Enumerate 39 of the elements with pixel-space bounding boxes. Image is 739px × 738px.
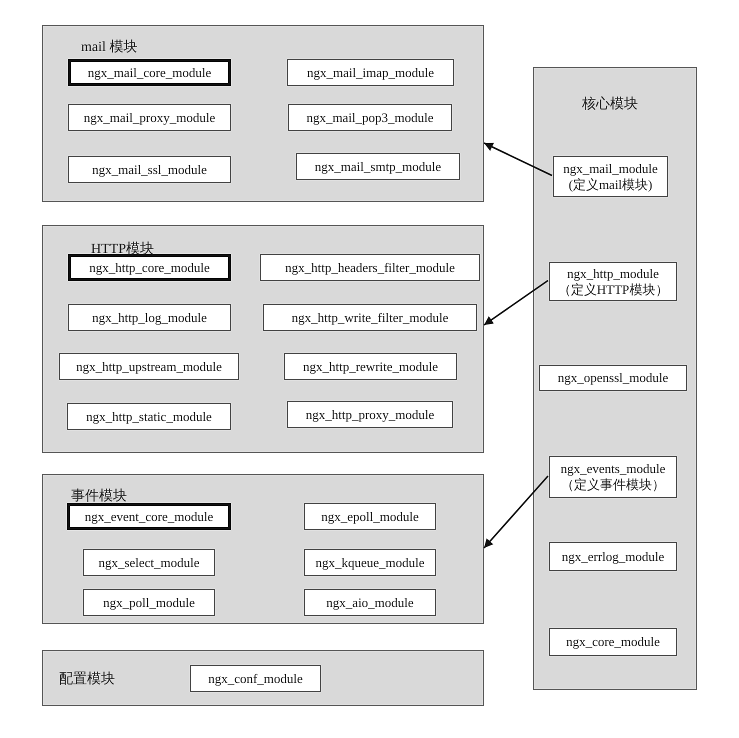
module-box: ngx_mail_core_module xyxy=(68,59,231,86)
module-box: ngx_http_module （定义HTTP模块） xyxy=(549,262,677,301)
module-box: ngx_http_upstream_module xyxy=(59,353,239,380)
module-box: ngx_http_core_module xyxy=(68,254,231,281)
module-box: ngx_mail_proxy_module xyxy=(68,104,231,131)
module-box: ngx_event_core_module xyxy=(67,503,231,530)
module-group-panel xyxy=(533,67,697,690)
module-box: ngx_mail_smtp_module xyxy=(296,153,460,180)
module-box: ngx_aio_module xyxy=(304,589,436,616)
module-group-panel xyxy=(42,650,484,706)
arrow xyxy=(484,280,548,326)
group-title: 事件模块 xyxy=(71,488,127,505)
module-box: ngx_http_write_filter_module xyxy=(263,304,477,331)
group-title: mail 模块 xyxy=(81,38,138,56)
module-box: ngx_http_proxy_module xyxy=(287,401,453,428)
module-box: ngx_conf_module xyxy=(190,665,321,692)
module-box: ngx_errlog_module xyxy=(549,542,677,571)
module-box: ngx_kqueue_module xyxy=(304,549,436,576)
module-box: ngx_mail_ssl_module xyxy=(68,156,231,183)
module-box: ngx_http_rewrite_module xyxy=(284,353,457,380)
module-box: ngx_epoll_module xyxy=(304,503,436,530)
module-box: ngx_mail_pop3_module xyxy=(288,104,452,131)
module-box: ngx_openssl_module xyxy=(539,365,687,391)
module-box: ngx_http_static_module xyxy=(67,403,231,430)
group-title: 核心模块 xyxy=(582,95,638,113)
arrow xyxy=(483,475,549,549)
module-box: ngx_poll_module xyxy=(83,589,215,616)
module-box: ngx_mail_module (定义mail模块) xyxy=(553,156,668,197)
module-box: ngx_select_module xyxy=(83,549,215,576)
arrow xyxy=(484,142,552,176)
module-box: ngx_http_log_module xyxy=(68,304,231,331)
module-box: ngx_mail_imap_module xyxy=(287,59,454,86)
module-group-panel xyxy=(42,474,484,624)
module-group-panel xyxy=(42,25,484,202)
group-title: 配置模块 xyxy=(59,670,115,688)
module-box: ngx_http_headers_filter_module xyxy=(260,254,480,281)
module-box: ngx_events_module （定义事件模块） xyxy=(549,456,677,498)
module-box: ngx_core_module xyxy=(549,628,677,656)
module-group-panel xyxy=(42,225,484,453)
